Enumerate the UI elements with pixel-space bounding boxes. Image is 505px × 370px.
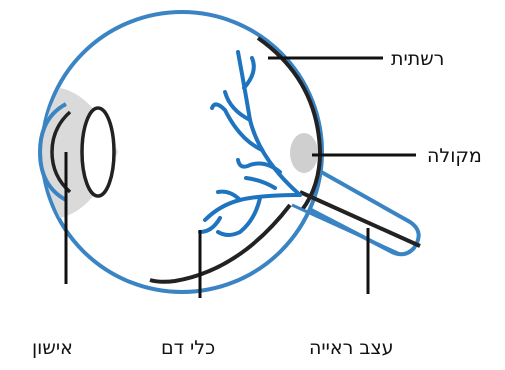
label-retina: רשתית <box>391 50 444 69</box>
label-blood-vessels: כלי דם <box>161 339 215 358</box>
label-macula: מקולה <box>427 147 482 166</box>
lens <box>82 108 114 196</box>
label-optic-nerve: עצב ראייה <box>309 339 394 358</box>
label-pupil: אישון <box>32 339 73 358</box>
macula-spot <box>290 133 318 173</box>
